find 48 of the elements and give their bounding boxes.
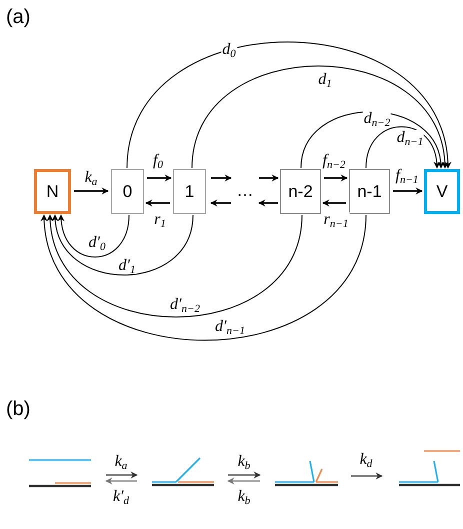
arrow <box>351 472 383 480</box>
arrow <box>147 174 172 182</box>
arrow <box>259 174 279 182</box>
rate-label: d$_{n−1}$ <box>396 130 424 146</box>
state-box: V <box>424 169 460 214</box>
arrow <box>105 478 137 484</box>
state-box: N <box>34 169 71 214</box>
arrow <box>106 472 138 478</box>
curved-arrow <box>192 66 448 169</box>
rate-label: d$_{0}$ <box>221 42 237 58</box>
arrow <box>228 472 261 478</box>
rate-label: d′$_{0}$ <box>88 235 106 251</box>
arrow <box>74 188 109 194</box>
rate-label: d′$_{1}$ <box>118 258 136 274</box>
state-box: n-2 <box>280 169 321 214</box>
curved-arrow <box>48 214 302 318</box>
arrow <box>145 200 170 206</box>
rate-label: f$_{0}$ <box>152 153 164 169</box>
state-box: 0 <box>111 169 144 214</box>
rate-label: f$_{n−1}$ <box>394 168 420 184</box>
rate-label: r$_{n−1}$ <box>322 212 350 228</box>
rate-label: d′$_{n−1}$ <box>214 319 246 335</box>
rate-label: k$_{d}$ <box>358 452 374 468</box>
panel-label: (a) <box>6 6 30 29</box>
rate-label: k$_{b}$ <box>236 454 252 470</box>
arrow <box>258 200 278 206</box>
panel-label: (b) <box>6 398 30 421</box>
rate-label: d$_{1}$ <box>317 72 333 88</box>
curved-arrow <box>52 214 194 276</box>
state-box: n-1 <box>349 169 390 214</box>
rate-label: d′$_{n−2}$ <box>169 297 201 313</box>
rate-label: k$_{a}$ <box>84 170 98 186</box>
rate-label: k′$_{d}$ <box>112 489 130 505</box>
rate-label: d$_{n−2}$ <box>362 111 392 127</box>
curved-arrow <box>42 214 366 341</box>
state-box: 1 <box>173 169 206 214</box>
arrow <box>211 174 232 182</box>
rate-label: f$_{n−2}$ <box>322 153 346 169</box>
curved-arrow <box>58 214 130 258</box>
arrow <box>324 174 348 182</box>
arrow <box>393 188 423 194</box>
rate-label: k$_{a}$ <box>114 454 128 470</box>
arrow <box>210 200 231 206</box>
curved-arrow <box>366 126 440 169</box>
curved-arrow <box>126 42 450 169</box>
rate-label: k$_{b}$ <box>236 489 252 505</box>
arrow <box>227 478 260 484</box>
arrow <box>322 200 346 206</box>
